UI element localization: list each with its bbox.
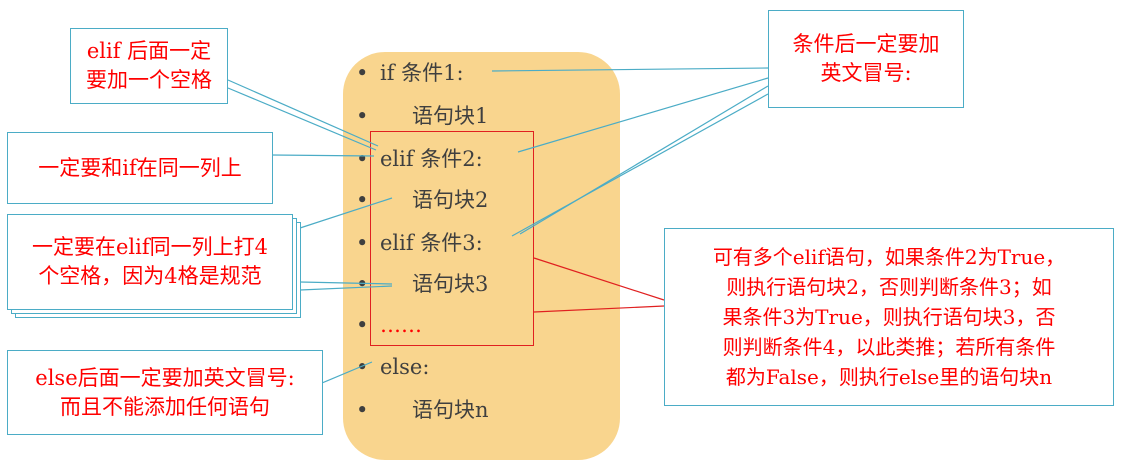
code-text: 语句块n bbox=[412, 398, 489, 422]
callout-text: 而且不能添加任何语句 bbox=[60, 394, 270, 419]
leader-line-red bbox=[533, 257, 665, 301]
leader-line bbox=[299, 197, 393, 229]
bullet: • bbox=[356, 104, 369, 128]
code-text: 语句块1 bbox=[412, 104, 489, 128]
callout-multi-elif: 可有多个elif语句，如果条件2为True， 则执行语句块2，否则判断条件3；如… bbox=[664, 228, 1114, 406]
code-text: elif 条件3: bbox=[380, 231, 483, 255]
bullet: • bbox=[356, 188, 369, 212]
callout-text: 一定要和if在同一列上 bbox=[38, 155, 242, 180]
leader-line bbox=[519, 85, 769, 235]
leader-line bbox=[511, 93, 769, 237]
bullet: • bbox=[356, 313, 369, 337]
callout-text: elif 后面一定 bbox=[86, 39, 212, 63]
callout-text: 条件后一定要加 bbox=[792, 32, 940, 56]
leader-line bbox=[271, 154, 375, 157]
leader-line bbox=[491, 67, 769, 72]
code-text: elif 条件2: bbox=[380, 147, 483, 171]
leader-line bbox=[227, 79, 379, 147]
leader-line bbox=[321, 361, 373, 384]
code-text: 语句块2 bbox=[412, 188, 489, 212]
bullet: • bbox=[356, 61, 369, 85]
callout-else-colon: else后面一定要加英文冒号: 而且不能添加任何语句 bbox=[7, 350, 323, 435]
callout-indent: 一定要在elif同一列上打4 个空格，因为4格是规范 bbox=[7, 214, 293, 310]
code-text: …… bbox=[380, 313, 422, 337]
callout-text: else后面一定要加英文冒号: bbox=[35, 365, 295, 390]
leader-line bbox=[517, 77, 769, 153]
bullet: • bbox=[356, 147, 369, 171]
leader-line bbox=[299, 281, 393, 285]
callout-colon: 条件后一定要加 英文冒号: bbox=[768, 10, 964, 108]
callout-text: 一定要在elif同一列上打4 bbox=[32, 235, 268, 259]
callout-text: 个空格，因为4格是规范 bbox=[38, 264, 262, 288]
code-text: if 条件1: bbox=[380, 61, 464, 85]
elif-highlight-box bbox=[370, 131, 534, 346]
callout-text: 英文冒号: bbox=[820, 61, 912, 85]
callout-same-column: 一定要和if在同一列上 bbox=[7, 132, 273, 204]
bullet: • bbox=[356, 231, 369, 255]
callout-text: 则执行语句块2，否则判断条件3；如 bbox=[726, 275, 1052, 299]
callout-text: 要加一个空格 bbox=[86, 68, 212, 92]
code-text: else: bbox=[380, 355, 430, 379]
bullet: • bbox=[356, 355, 369, 379]
bullet: • bbox=[356, 272, 369, 296]
callout-elif-space: elif 后面一定 要加一个空格 bbox=[70, 28, 228, 104]
leader-line-red bbox=[533, 305, 665, 313]
code-panel bbox=[343, 52, 620, 460]
bullet: • bbox=[356, 398, 369, 422]
callout-text: 可有多个elif语句，如果条件2为True， bbox=[712, 245, 1066, 269]
callout-text: 都为False，则执行else里的语句块n bbox=[725, 365, 1053, 389]
code-text: 语句块3 bbox=[412, 272, 489, 296]
leader-line bbox=[227, 87, 377, 151]
callout-text: 则判断条件4，以此类推；若所有条件 bbox=[722, 335, 1056, 359]
callout-text: 果条件3为True，则执行语句块3，否 bbox=[722, 305, 1056, 329]
leader-line bbox=[299, 285, 393, 291]
